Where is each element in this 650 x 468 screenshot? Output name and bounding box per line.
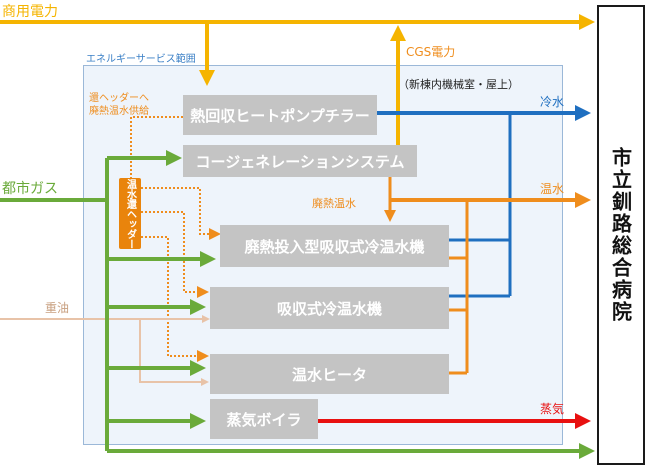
return-header-supply-label: 還ヘッダーへ 廃熱温水供給 [89, 93, 149, 117]
heavy-oil-label: 重油 [45, 301, 70, 315]
scope-label: エネルギーサービス範囲 [86, 54, 196, 65]
cgs-power-label: CGS電力 [406, 45, 456, 59]
heavy-oil-lines [0, 315, 210, 386]
location-label: （新棟内機械室・屋上） [398, 78, 519, 91]
absorption-chiller-box: 吸収式冷温水機 [210, 287, 449, 329]
hot-water-lines [384, 177, 591, 375]
steam-label: 蒸気 [540, 402, 565, 416]
waste-heat-absorption-chiller-box: 廃熱投入型吸収式冷温水機 [220, 225, 449, 267]
hot-water-heater-box: 温水ヒータ [210, 354, 449, 394]
hot-water-return-header: 温水還ヘッダー [119, 178, 141, 249]
cold-water-lines [377, 105, 591, 298]
hospital-box: 市立釧路総合病院 [597, 5, 645, 465]
heat-pump-chiller-box: 熱回収ヒートポンプチラー [183, 95, 377, 135]
commercial-power-label: 商用電力 [2, 4, 58, 20]
cogeneration-box: コージェネレーションシステム [183, 145, 417, 177]
steam-boiler-box: 蒸気ボイラ [210, 399, 318, 439]
cold-water-label: 冷水 [540, 95, 565, 109]
waste-hot-water-label: 廃熱温水 [312, 197, 356, 210]
hot-water-label: 温水 [540, 182, 565, 196]
city-gas-lines [0, 150, 595, 459]
city-gas-label: 都市ガス [2, 181, 58, 197]
